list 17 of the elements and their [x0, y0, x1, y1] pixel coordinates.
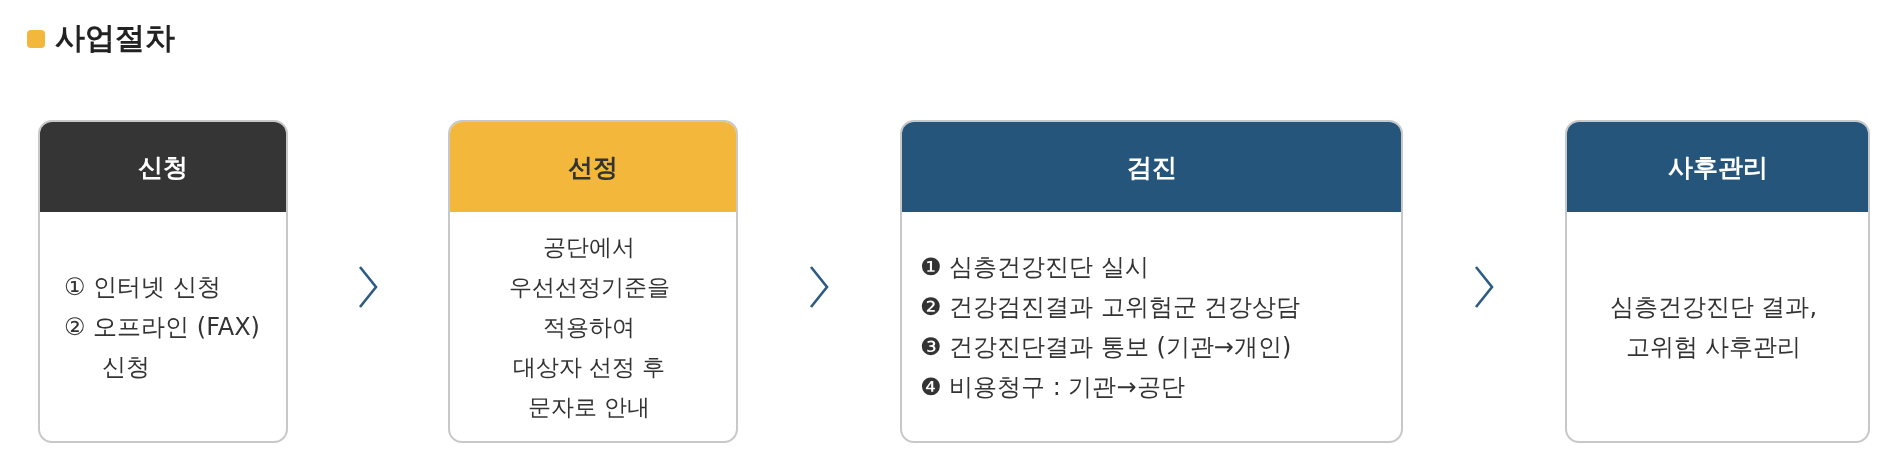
- description-text: 공단에서 우선선정기준을 적용하여 대상자 선정 후 문자로 안내: [507, 232, 671, 422]
- list-item: ❹ 비용청구 : 기관→공단: [920, 371, 1185, 403]
- list-item: ❷ 건강검진결과 고위험군 건강상담: [920, 291, 1301, 323]
- card-header: 사후관리: [1567, 122, 1868, 212]
- list-item: ② 오프라인 (FAX) 신청: [64, 311, 261, 383]
- title: 사업절차: [55, 19, 175, 57]
- process-card: [38, 120, 288, 443]
- card-header: 신청: [40, 122, 286, 212]
- card-header: 선정: [450, 122, 736, 212]
- process-card: [1565, 120, 1870, 443]
- description-text: 심층건강진단 결과, 고위험 사후관리: [1608, 291, 1819, 363]
- list-item: ① 인터넷 신청: [64, 271, 222, 303]
- card-header: 검진: [902, 122, 1401, 212]
- list-item: ❶ 심층건강진단 실시: [920, 251, 1149, 283]
- process-card: [900, 120, 1403, 443]
- list-item: ❸ 건강진단결과 통보 (기관→개인): [920, 331, 1292, 363]
- process-card: [448, 120, 738, 443]
